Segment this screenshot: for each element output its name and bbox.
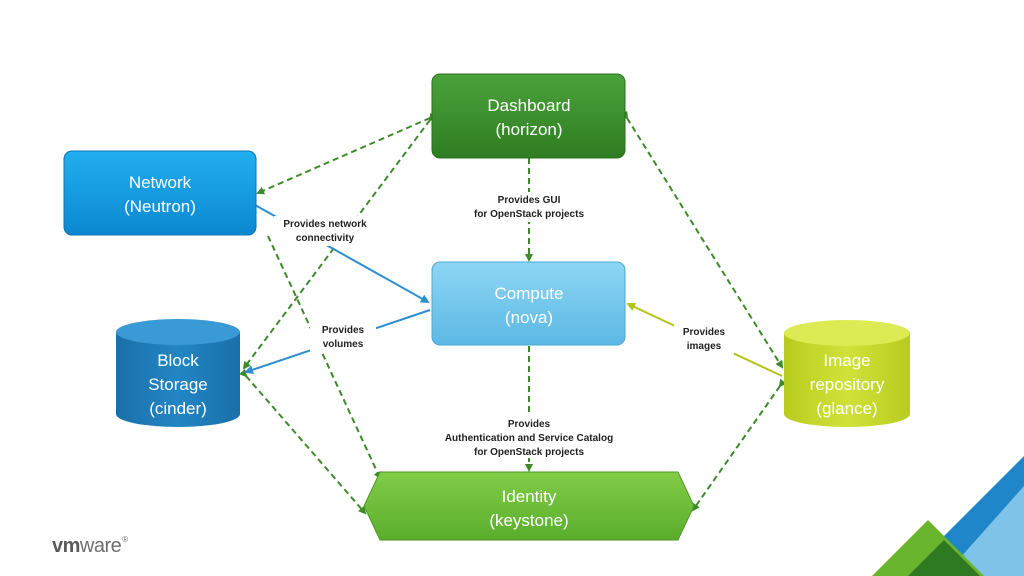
vmware-logo: vmware® bbox=[52, 535, 128, 558]
block-storage-line2: Storage bbox=[148, 375, 208, 394]
compute-subtitle: (nova) bbox=[505, 308, 553, 327]
label-images-line1: Provides bbox=[683, 327, 726, 338]
label-auth: Provides Authentication and Service Cata… bbox=[430, 416, 628, 458]
label-volumes-line1: Provides bbox=[322, 325, 365, 336]
image-repository-line3: (glance) bbox=[816, 399, 877, 418]
block-storage-line1: Block bbox=[157, 351, 199, 370]
label-images-line2: images bbox=[687, 341, 722, 352]
edge-network-identity bbox=[267, 235, 382, 480]
network-subtitle: (Neutron) bbox=[124, 197, 196, 216]
image-repository-line2: repository bbox=[810, 375, 885, 394]
edge-blockstorage-identity bbox=[239, 368, 367, 515]
label-auth-line3: for OpenStack projects bbox=[474, 447, 584, 458]
compute-title: Compute bbox=[495, 284, 564, 303]
node-compute[interactable]: Compute (nova) bbox=[431, 261, 626, 346]
label-auth-line2: Authentication and Service Catalog bbox=[445, 433, 613, 444]
label-volumes-line2: volumes bbox=[323, 339, 364, 350]
label-network-line1: Provides network bbox=[283, 219, 367, 230]
dashboard-title: Dashboard bbox=[487, 96, 570, 115]
label-gui-line1: Provides GUI bbox=[498, 195, 561, 206]
label-network: Provides network connectivity bbox=[274, 216, 378, 246]
node-network[interactable]: Network (Neutron) bbox=[63, 150, 257, 236]
block-storage-line3: (cinder) bbox=[149, 399, 207, 418]
label-images: Provides images bbox=[674, 324, 734, 354]
node-identity[interactable]: Identity (keystone) bbox=[363, 471, 695, 541]
label-network-line2: connectivity bbox=[296, 233, 355, 244]
network-title: Network bbox=[129, 173, 192, 192]
identity-subtitle: (keystone) bbox=[489, 511, 568, 530]
edge-image-identity bbox=[691, 378, 787, 512]
label-gui: Provides GUI for OpenStack projects bbox=[455, 192, 603, 222]
logo-text-light: ware bbox=[79, 535, 122, 557]
edge-dashboard-image bbox=[620, 110, 784, 369]
logo-registered-mark: ® bbox=[122, 535, 128, 544]
dashboard-subtitle: (horizon) bbox=[495, 120, 562, 139]
logo-text-bold: vm bbox=[52, 535, 80, 557]
corner-decoration bbox=[872, 456, 1024, 576]
label-auth-line1: Provides bbox=[508, 419, 551, 430]
identity-title: Identity bbox=[502, 487, 557, 506]
node-dashboard[interactable]: Dashboard (horizon) bbox=[431, 73, 626, 159]
label-volumes: Provides volumes bbox=[310, 322, 376, 352]
node-image-repository[interactable]: Image repository (glance) bbox=[784, 320, 910, 427]
image-repository-line1: Image bbox=[823, 351, 870, 370]
node-block-storage[interactable]: Block Storage (cinder) bbox=[116, 319, 240, 427]
label-gui-line2: for OpenStack projects bbox=[474, 209, 584, 220]
